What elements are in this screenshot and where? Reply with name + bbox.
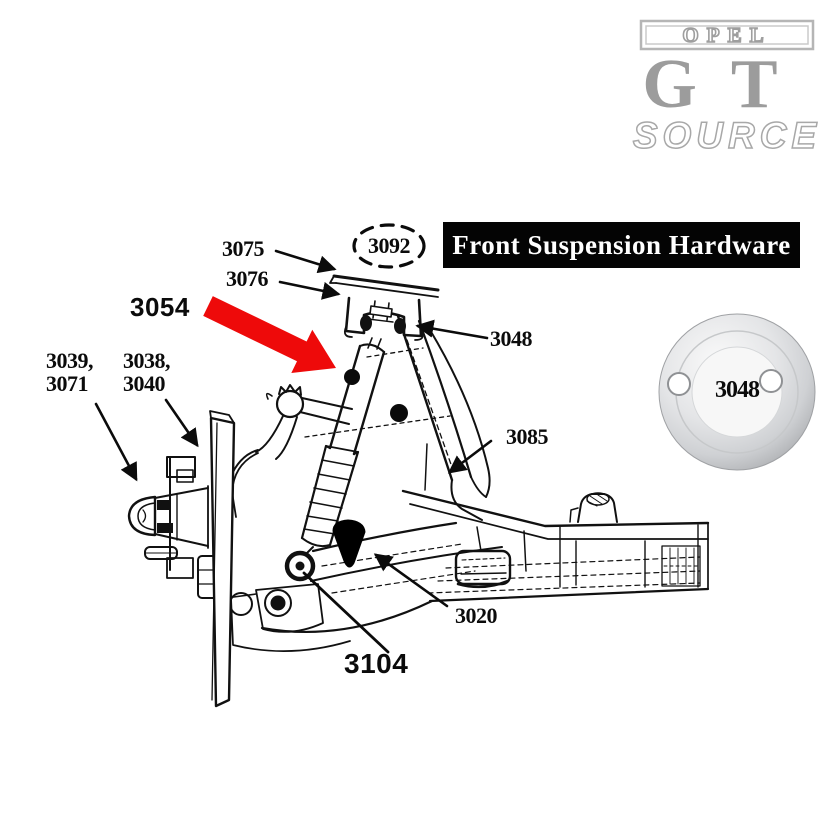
opel-gt-source-logo: OPEL GT SOURCE (632, 19, 821, 157)
leader-line-3104 (302, 571, 390, 654)
part-label-3020: 3020 (455, 603, 498, 628)
arrow-3048 (415, 319, 489, 340)
frame-rail (401, 489, 710, 603)
arrow-3039-3071 (94, 402, 138, 482)
part-label-3039: 3039, (46, 348, 94, 373)
washer-hole-right (759, 369, 783, 393)
part-label-3075: 3075 (222, 236, 265, 261)
part-label-3040: 3040 (123, 371, 166, 397)
arrow-3038-3040 (164, 398, 199, 448)
part-label-3048: 3048 (490, 326, 533, 351)
arrow-3076 (278, 280, 341, 300)
logo-brand-text: OPEL (682, 23, 771, 47)
logo-tagline-text: SOURCE (633, 115, 821, 156)
grease-cap (127, 495, 157, 537)
bump-stop (332, 519, 366, 568)
washer-part-label-3048: 3048 (715, 377, 760, 403)
dashed-circle-3092 (352, 223, 426, 269)
washer-hole-left (667, 372, 691, 396)
red-highlight-arrow (203, 296, 336, 373)
backing-plate (209, 410, 236, 708)
part-label-3076: 3076 (226, 266, 269, 291)
mount-pad (454, 549, 512, 586)
brake-hose (231, 452, 259, 518)
lower-bushing (284, 550, 316, 582)
part-label-3104: 3104 (344, 648, 409, 679)
arrow-3075 (274, 249, 337, 274)
part-label-3039-3071: 3039, 3071 (46, 348, 94, 397)
banner-title: Front Suspension Hardware (443, 222, 800, 268)
part-label-3071: 3071 (46, 371, 89, 397)
shock-marker-dot (344, 369, 360, 385)
rail-bracket (577, 493, 618, 523)
shock-absorber (284, 337, 386, 582)
part-label-3054: 3054 (130, 292, 190, 322)
strut-knuckle (229, 314, 491, 521)
part-label-3085: 3085 (506, 424, 549, 449)
arrow-3085 (447, 439, 493, 474)
washer-photo-inset (658, 313, 816, 471)
logo-model-text: GT (642, 46, 811, 123)
arrow-3020 (373, 553, 449, 608)
marker-dots (344, 369, 408, 422)
strut-marker-dot (390, 404, 408, 422)
part-label-3092: 3092 (368, 233, 411, 258)
part-label-3038: 3038, (123, 348, 171, 373)
hub-brake-assembly (127, 456, 324, 633)
part-label-3038-3040: 3038, 3040 (123, 348, 171, 397)
castle-nut (275, 389, 305, 419)
callout-arrows (94, 223, 493, 654)
suspension-drawing (127, 274, 710, 708)
